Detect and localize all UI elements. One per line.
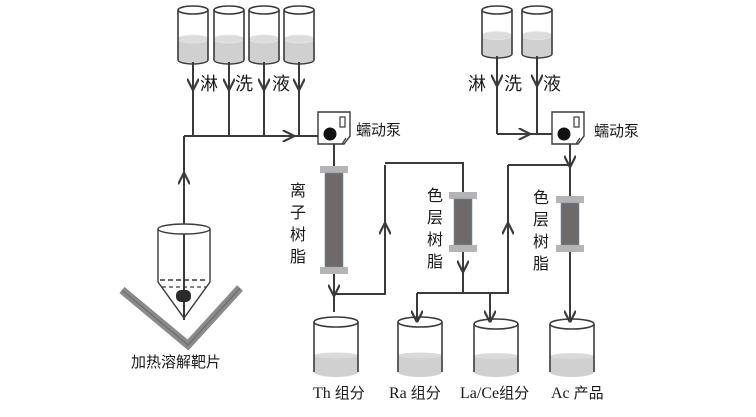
rim xyxy=(473,318,519,330)
pump-edge xyxy=(575,137,581,145)
chromatography-column-1 xyxy=(449,192,477,252)
wash-reservoir xyxy=(521,5,553,59)
beaker-th xyxy=(313,316,359,377)
pump-window xyxy=(339,116,346,128)
dissolution-vessel xyxy=(119,223,243,351)
liquid xyxy=(249,39,279,64)
tube xyxy=(385,162,464,192)
column-cap xyxy=(556,245,584,252)
wash-reservoir xyxy=(481,5,513,59)
pump-rotor xyxy=(323,127,337,141)
rim xyxy=(213,5,245,15)
liquid xyxy=(284,39,314,64)
product-caption-la-ce: La/Ce组分 xyxy=(460,386,529,402)
rim xyxy=(248,5,280,15)
column-cap xyxy=(556,196,584,203)
product-symbol: Ac xyxy=(551,385,570,402)
beaker-la-ce xyxy=(473,318,519,377)
target-plate-edge xyxy=(121,287,241,346)
beaker-ac xyxy=(549,318,595,377)
wash-label-char: 液 xyxy=(272,74,290,95)
liquid-surface xyxy=(474,353,518,360)
peristaltic-pump-icon xyxy=(551,111,585,145)
column-cap xyxy=(320,267,348,274)
product-suffix: 组分 xyxy=(334,384,365,402)
product-symbol: Ra xyxy=(389,385,407,402)
liquid xyxy=(550,356,594,377)
wash-label-char: 洗 xyxy=(235,74,253,95)
pump-label: 蠕动泵 xyxy=(594,122,640,140)
column-label: 离子树脂 xyxy=(289,181,306,266)
vessel-rim xyxy=(157,223,211,235)
target-piece xyxy=(176,290,191,302)
wash-label-char: 淋 xyxy=(200,74,218,95)
ion-resin-column xyxy=(320,166,348,274)
collection-beakers xyxy=(313,316,595,377)
liquid xyxy=(522,35,552,58)
peristaltic-pump-icon xyxy=(317,111,351,145)
vessel-body xyxy=(157,229,211,320)
product-caption-ac: Ac 产品 xyxy=(551,386,604,402)
product-suffix: 组分 xyxy=(499,384,530,402)
column-label: 色层树脂 xyxy=(426,186,443,271)
column-resin xyxy=(324,172,344,268)
wash-reservoir xyxy=(283,5,315,65)
liquid-surface xyxy=(213,34,245,44)
rim xyxy=(549,318,595,330)
resin-columns xyxy=(320,166,584,274)
rim xyxy=(283,5,315,15)
column-cap xyxy=(320,166,348,173)
pump-rotor xyxy=(557,127,571,141)
liquid-surface xyxy=(481,31,513,40)
liquid xyxy=(314,355,358,377)
product-suffix: 组分 xyxy=(410,384,441,402)
pump-label: 蠕动泵 xyxy=(356,121,402,139)
column-resin xyxy=(453,198,473,246)
chromatography-column-2 xyxy=(556,196,584,252)
dissolution-label: 加热溶解靶片 xyxy=(131,353,222,371)
beaker-ra xyxy=(397,316,443,377)
column-cap xyxy=(449,192,477,199)
liquid-surface xyxy=(314,352,358,359)
rim xyxy=(177,5,209,15)
liquid-surface xyxy=(521,31,553,40)
liquid-surface xyxy=(398,352,442,359)
product-caption-ra: Ra 组分 xyxy=(389,386,441,402)
product-symbol: La/Ce xyxy=(460,385,500,402)
tube xyxy=(417,165,509,294)
liquid xyxy=(214,39,244,64)
wash-label-char: 淋 xyxy=(468,74,486,95)
pumps xyxy=(317,111,585,145)
column-cap xyxy=(449,245,477,252)
liquid-surface xyxy=(550,353,594,360)
liquid xyxy=(482,35,512,58)
rim xyxy=(521,5,553,15)
wash-reservoir xyxy=(248,5,280,65)
product-suffix: 产品 xyxy=(573,384,604,402)
wash-label-char: 液 xyxy=(543,74,561,95)
liquid xyxy=(178,39,208,64)
wash-reservoir xyxy=(177,5,209,65)
wash-label-char: 洗 xyxy=(504,74,522,95)
column-label: 色层树脂 xyxy=(532,188,549,273)
tubing-lines xyxy=(184,56,570,320)
liquid-surface xyxy=(177,34,209,44)
liquid-surface xyxy=(283,34,315,44)
pump-window xyxy=(573,116,580,128)
pump-edge xyxy=(341,137,347,145)
product-caption-th: Th 组分 xyxy=(313,386,365,402)
product-symbol: Th xyxy=(313,385,331,402)
liquid xyxy=(474,356,518,377)
liquid xyxy=(398,355,442,377)
column-resin xyxy=(560,202,580,246)
rim xyxy=(481,5,513,15)
wash-reservoir xyxy=(213,5,245,65)
rim xyxy=(313,316,359,328)
tube xyxy=(334,165,386,295)
rim xyxy=(397,316,443,328)
liquid-surface xyxy=(248,34,280,44)
wash-reservoirs xyxy=(177,5,553,65)
